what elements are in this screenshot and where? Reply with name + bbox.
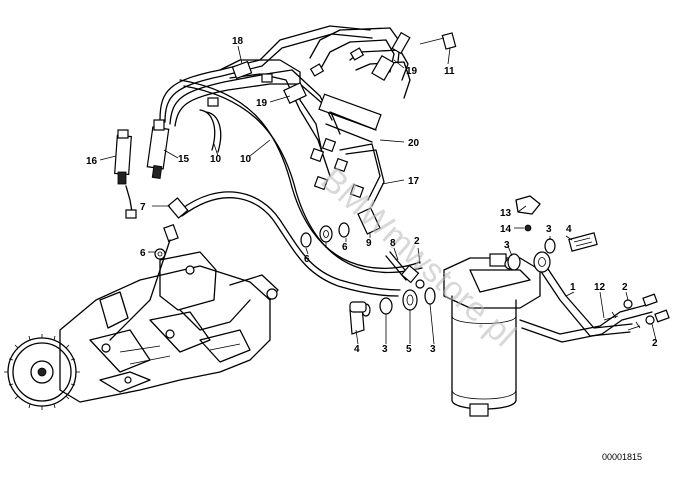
callout-16: 16 xyxy=(86,156,98,167)
callout-3a: 3 xyxy=(504,240,510,251)
callout-2b: 2 xyxy=(622,282,628,293)
callout-10a: 10 xyxy=(210,154,222,165)
callout-3d: 3 xyxy=(430,344,436,355)
callout-6c: 6 xyxy=(342,242,348,253)
callout-2c: 2 xyxy=(652,338,658,349)
callout-14: 14 xyxy=(500,224,512,235)
callout-6b: 6 xyxy=(304,254,310,265)
callout-9: 9 xyxy=(366,238,372,249)
callout-1: 1 xyxy=(570,282,576,293)
callout-2a: 2 xyxy=(414,236,420,247)
callout-18: 18 xyxy=(232,36,244,47)
injectors xyxy=(114,119,170,219)
leader-lines xyxy=(99,45,657,345)
callout-11: 11 xyxy=(444,66,455,77)
callout-5: 5 xyxy=(406,344,412,355)
callout-19b: 19 xyxy=(256,98,268,109)
pump-supply-line xyxy=(109,191,401,341)
fittings-middle xyxy=(300,207,436,335)
callout-4b: 4 xyxy=(354,344,360,355)
reference-code: 00001815 xyxy=(602,452,642,462)
callout-15: 15 xyxy=(178,154,190,165)
fuel-hoses xyxy=(507,195,670,343)
injection-lines xyxy=(159,25,457,207)
injection-pump xyxy=(4,251,279,410)
callout-13: 13 xyxy=(500,208,512,219)
return-lines xyxy=(179,79,423,274)
callout-19a: 19 xyxy=(406,66,418,77)
callout-numbers: 18 11 19 19 20 10 10 15 16 17 13 14 3 3 … xyxy=(86,36,658,355)
callout-8: 8 xyxy=(390,238,396,249)
callout-17: 17 xyxy=(408,176,420,187)
callout-12: 12 xyxy=(594,282,606,293)
callout-3b: 3 xyxy=(382,344,388,355)
callout-7: 7 xyxy=(140,202,146,213)
callout-6a: 6 xyxy=(140,248,146,259)
callout-20: 20 xyxy=(408,138,420,149)
callout-3c: 3 xyxy=(546,224,552,235)
callout-4a: 4 xyxy=(566,224,572,235)
callout-10b: 10 xyxy=(240,154,252,165)
